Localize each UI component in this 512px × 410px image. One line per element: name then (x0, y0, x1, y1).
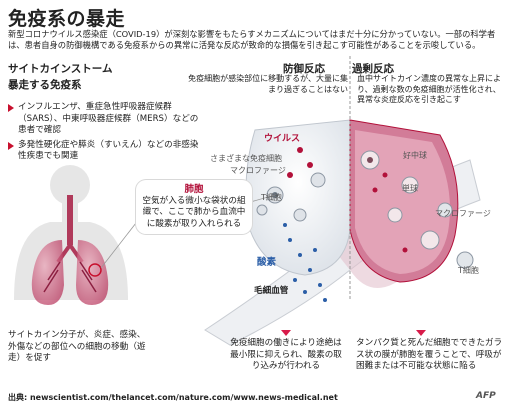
defense-desc: 免疫細胞が感染部位に移動するが、大量に集まり過ぎることはない (188, 74, 348, 94)
alveolus-overreaction (349, 119, 459, 283)
bullet-text: 多発性硬化症や膵炎（すいえん）などの非感染性疾患でも関連 (18, 139, 199, 162)
bullet-item: インフルエンザ、重症急性呼吸器症候群（SARS）、中東呼吸器症候群（MERS）な… (8, 102, 206, 137)
heading-overreaction: 過剰反応 (352, 63, 394, 75)
overreaction-note: タンパク質と死んだ細胞でできたガラス状の膜が肺胞を覆うことで、呼吸が困難または不… (356, 330, 506, 373)
heading-defense: 防御反応 (283, 63, 325, 75)
human-silhouette (14, 165, 151, 305)
afp-logo: AFP (476, 391, 496, 401)
source-credit: 出典: newscientist.com/thelancet.com/natur… (8, 393, 338, 402)
t-cell-label: T細胞 (261, 193, 282, 202)
arrow-down-icon (416, 330, 426, 336)
alveolus-callout: 肺胞 空気が入る微小な袋状の組織で、ここで肺から血流中に酸素が取り入れられる (136, 180, 252, 234)
monocyte-label: 単球 (402, 184, 418, 193)
bullet-marker-icon (8, 104, 14, 112)
defense-note: 免疫細胞の働きにより途絶は最小限に抑えられ、酸素の取り込みが行われる (226, 330, 346, 373)
heading-runaway-immune: 暴走する免疫系 (8, 79, 82, 91)
overreaction-desc: 血中サイトカイン濃度の異常な上昇により、過剰な数の免疫細胞が活性化され、異常な炎… (357, 74, 501, 104)
defense-note-text: 免疫細胞の働きにより途絶は最小限に抑えられ、酸素の取り込みが行われる (230, 338, 342, 371)
page-title: 免疫系の暴走 (8, 8, 126, 30)
capillary-label: 毛細血管 (254, 286, 289, 296)
bullet-list: インフルエンザ、重症急性呼吸器症候群（SARS）、中東呼吸器症候群（MERS）な… (8, 102, 206, 163)
alveolus-desc: 空気が入る微小な袋状の組織で、ここで肺から血流中に酸素が取り入れられる (142, 195, 246, 229)
heading-cytokine-storm: サイトカインストーム (8, 63, 113, 75)
macrophage-label: マクロファージ (230, 166, 286, 175)
immune-cells (256, 150, 474, 269)
arrow-down-icon (281, 330, 291, 336)
cytokine-note: サイトカイン分子が、炎症、感染、外傷などの部位への細胞の移動（遊走）を促す (8, 330, 146, 363)
alveolus-defense (245, 119, 351, 276)
intro-text: 新型コロナウイルス感染症（COVID-19）が深刻な影響をもたらすメカニズムにつ… (8, 29, 496, 50)
bullet-text: インフルエンザ、重症急性呼吸器症候群（SARS）、中東呼吸器症候群（MERS）な… (18, 102, 199, 135)
alveolus-label: 肺胞 (184, 184, 204, 195)
neutrophil-label: 好中球 (403, 151, 427, 160)
immune-cells-label: さまざまな免疫細胞 (210, 154, 282, 163)
virus-label: ウイルス (264, 134, 301, 144)
overreaction-note-text: タンパク質と死んだ細胞でできたガラス状の膜が肺胞を覆うことで、呼吸が困難または不… (356, 338, 503, 371)
bullet-marker-icon (8, 141, 14, 150)
virus-particles (287, 147, 408, 253)
bullet-item: 多発性硬化症や膵炎（すいえん）などの非感染性疾患でも関連 (8, 140, 206, 163)
t-cell2-label: T細胞 (458, 266, 479, 275)
macrophage2-label: マクロファージ (435, 209, 491, 218)
oxygen-label: 酸素 (257, 257, 277, 268)
oxygen-dots (283, 223, 327, 302)
